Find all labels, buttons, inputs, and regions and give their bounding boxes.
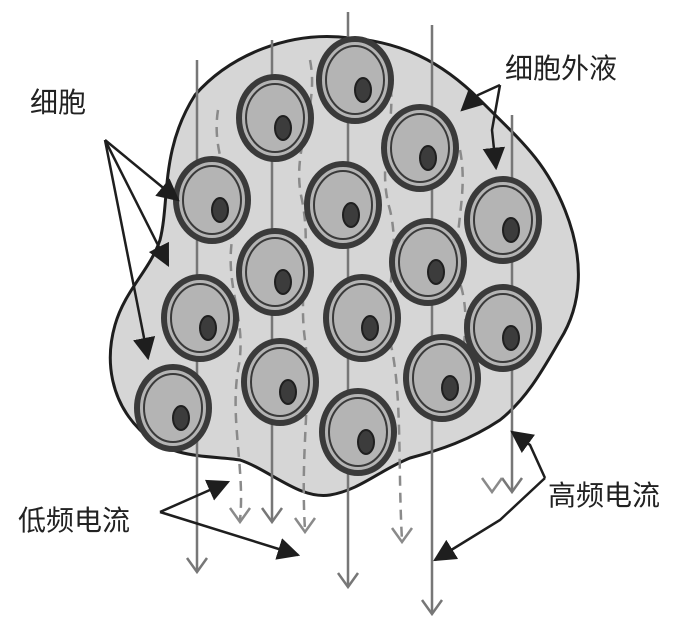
cell [464, 176, 542, 264]
cell-nucleus [342, 202, 360, 228]
high-frequency-arrowheads [185, 477, 524, 617]
cell-membrane [241, 338, 319, 426]
fluid-pointer-arrow [482, 84, 506, 171]
cell-inner-membrane [390, 113, 450, 183]
cell-membrane [173, 156, 251, 244]
cell-inner-membrane [332, 283, 392, 353]
lf-pointer-arrow [159, 510, 301, 560]
cell [319, 388, 397, 476]
cell-nucleus [419, 145, 437, 171]
cell-inner-membrane [182, 165, 242, 235]
cell-inner-membrane [325, 45, 385, 115]
cell-inner-membrane [245, 237, 305, 307]
cell-nucleus [199, 315, 217, 341]
label-extracellular-fluid: 细胞外液 [505, 52, 617, 85]
cell-nucleus [274, 269, 292, 295]
cell-membrane [381, 104, 459, 192]
cell-nucleus [427, 259, 445, 285]
cell-inner-membrane [473, 293, 533, 363]
cell-membrane [403, 334, 481, 422]
hf-arrowhead [500, 477, 524, 495]
cell [464, 284, 542, 372]
cell [316, 36, 394, 124]
cell-pointer-arrow [104, 139, 180, 202]
cell-membrane [464, 176, 542, 264]
lf-arrowhead [480, 477, 504, 495]
cell-inner-membrane [250, 347, 310, 417]
cell [134, 364, 212, 452]
cell-inner-membrane [473, 185, 533, 255]
hf-arrowhead [336, 572, 360, 590]
hf-arrowhead [260, 507, 284, 525]
cell [173, 156, 251, 244]
cell-nucleus [211, 197, 229, 223]
cell-membrane [464, 284, 542, 372]
cell-membrane [316, 36, 394, 124]
hf-arrowhead [420, 599, 444, 617]
cell [236, 74, 314, 162]
cell-nucleus [279, 379, 297, 405]
lf-arrowhead [293, 517, 317, 535]
cell-inner-membrane [143, 373, 203, 443]
cell-membrane [236, 74, 314, 162]
cell [389, 218, 467, 306]
low-frequency-arrowheads [228, 477, 504, 545]
cell-nucleus [361, 315, 379, 341]
cell-membrane [304, 161, 382, 249]
hf-pointer-arrow [510, 430, 547, 479]
cell-nucleus [441, 375, 459, 401]
cell-nucleus [357, 429, 375, 455]
cell-membrane [389, 218, 467, 306]
fluid-pointer-arrow [460, 83, 501, 112]
cell-pointer-arrow [103, 139, 156, 361]
cell [403, 334, 481, 422]
cell-membrane [323, 274, 401, 362]
cell-inner-membrane [328, 397, 388, 467]
cell [241, 338, 319, 426]
annotation-arrows [103, 83, 547, 562]
cell-inner-membrane [398, 227, 458, 297]
lf-path [215, 109, 243, 521]
hf-pointer-arrow [433, 477, 546, 562]
lf-path [455, 149, 467, 421]
cell-membrane [134, 364, 212, 452]
label-high-frequency-current: 高频电流 [548, 479, 660, 512]
hf-arrowhead [185, 557, 209, 575]
cells [134, 36, 542, 476]
cell [381, 104, 459, 192]
cell-nucleus [502, 325, 520, 351]
lf-arrowhead [228, 507, 252, 525]
cell-pointer-arrow [103, 139, 170, 268]
lf-pointer-arrow [159, 479, 231, 514]
cell-nucleus [274, 115, 292, 141]
cell-nucleus [354, 77, 372, 103]
cell-membrane [319, 388, 397, 476]
cell-membrane [161, 274, 239, 362]
label-low-frequency-current: 低频电流 [18, 504, 130, 537]
cell-inner-membrane [245, 83, 305, 153]
cell-nucleus [502, 217, 520, 243]
lf-arrowhead [390, 527, 414, 545]
cell-nucleus [172, 405, 190, 431]
cell-inner-membrane [170, 283, 230, 353]
cell-inner-membrane [412, 343, 472, 413]
cell-membrane [236, 228, 314, 316]
cell-inner-membrane [313, 170, 373, 240]
cell [323, 274, 401, 362]
label-cell: 细胞 [30, 86, 86, 119]
cell [236, 228, 314, 316]
cell [161, 274, 239, 362]
cell [304, 161, 382, 249]
